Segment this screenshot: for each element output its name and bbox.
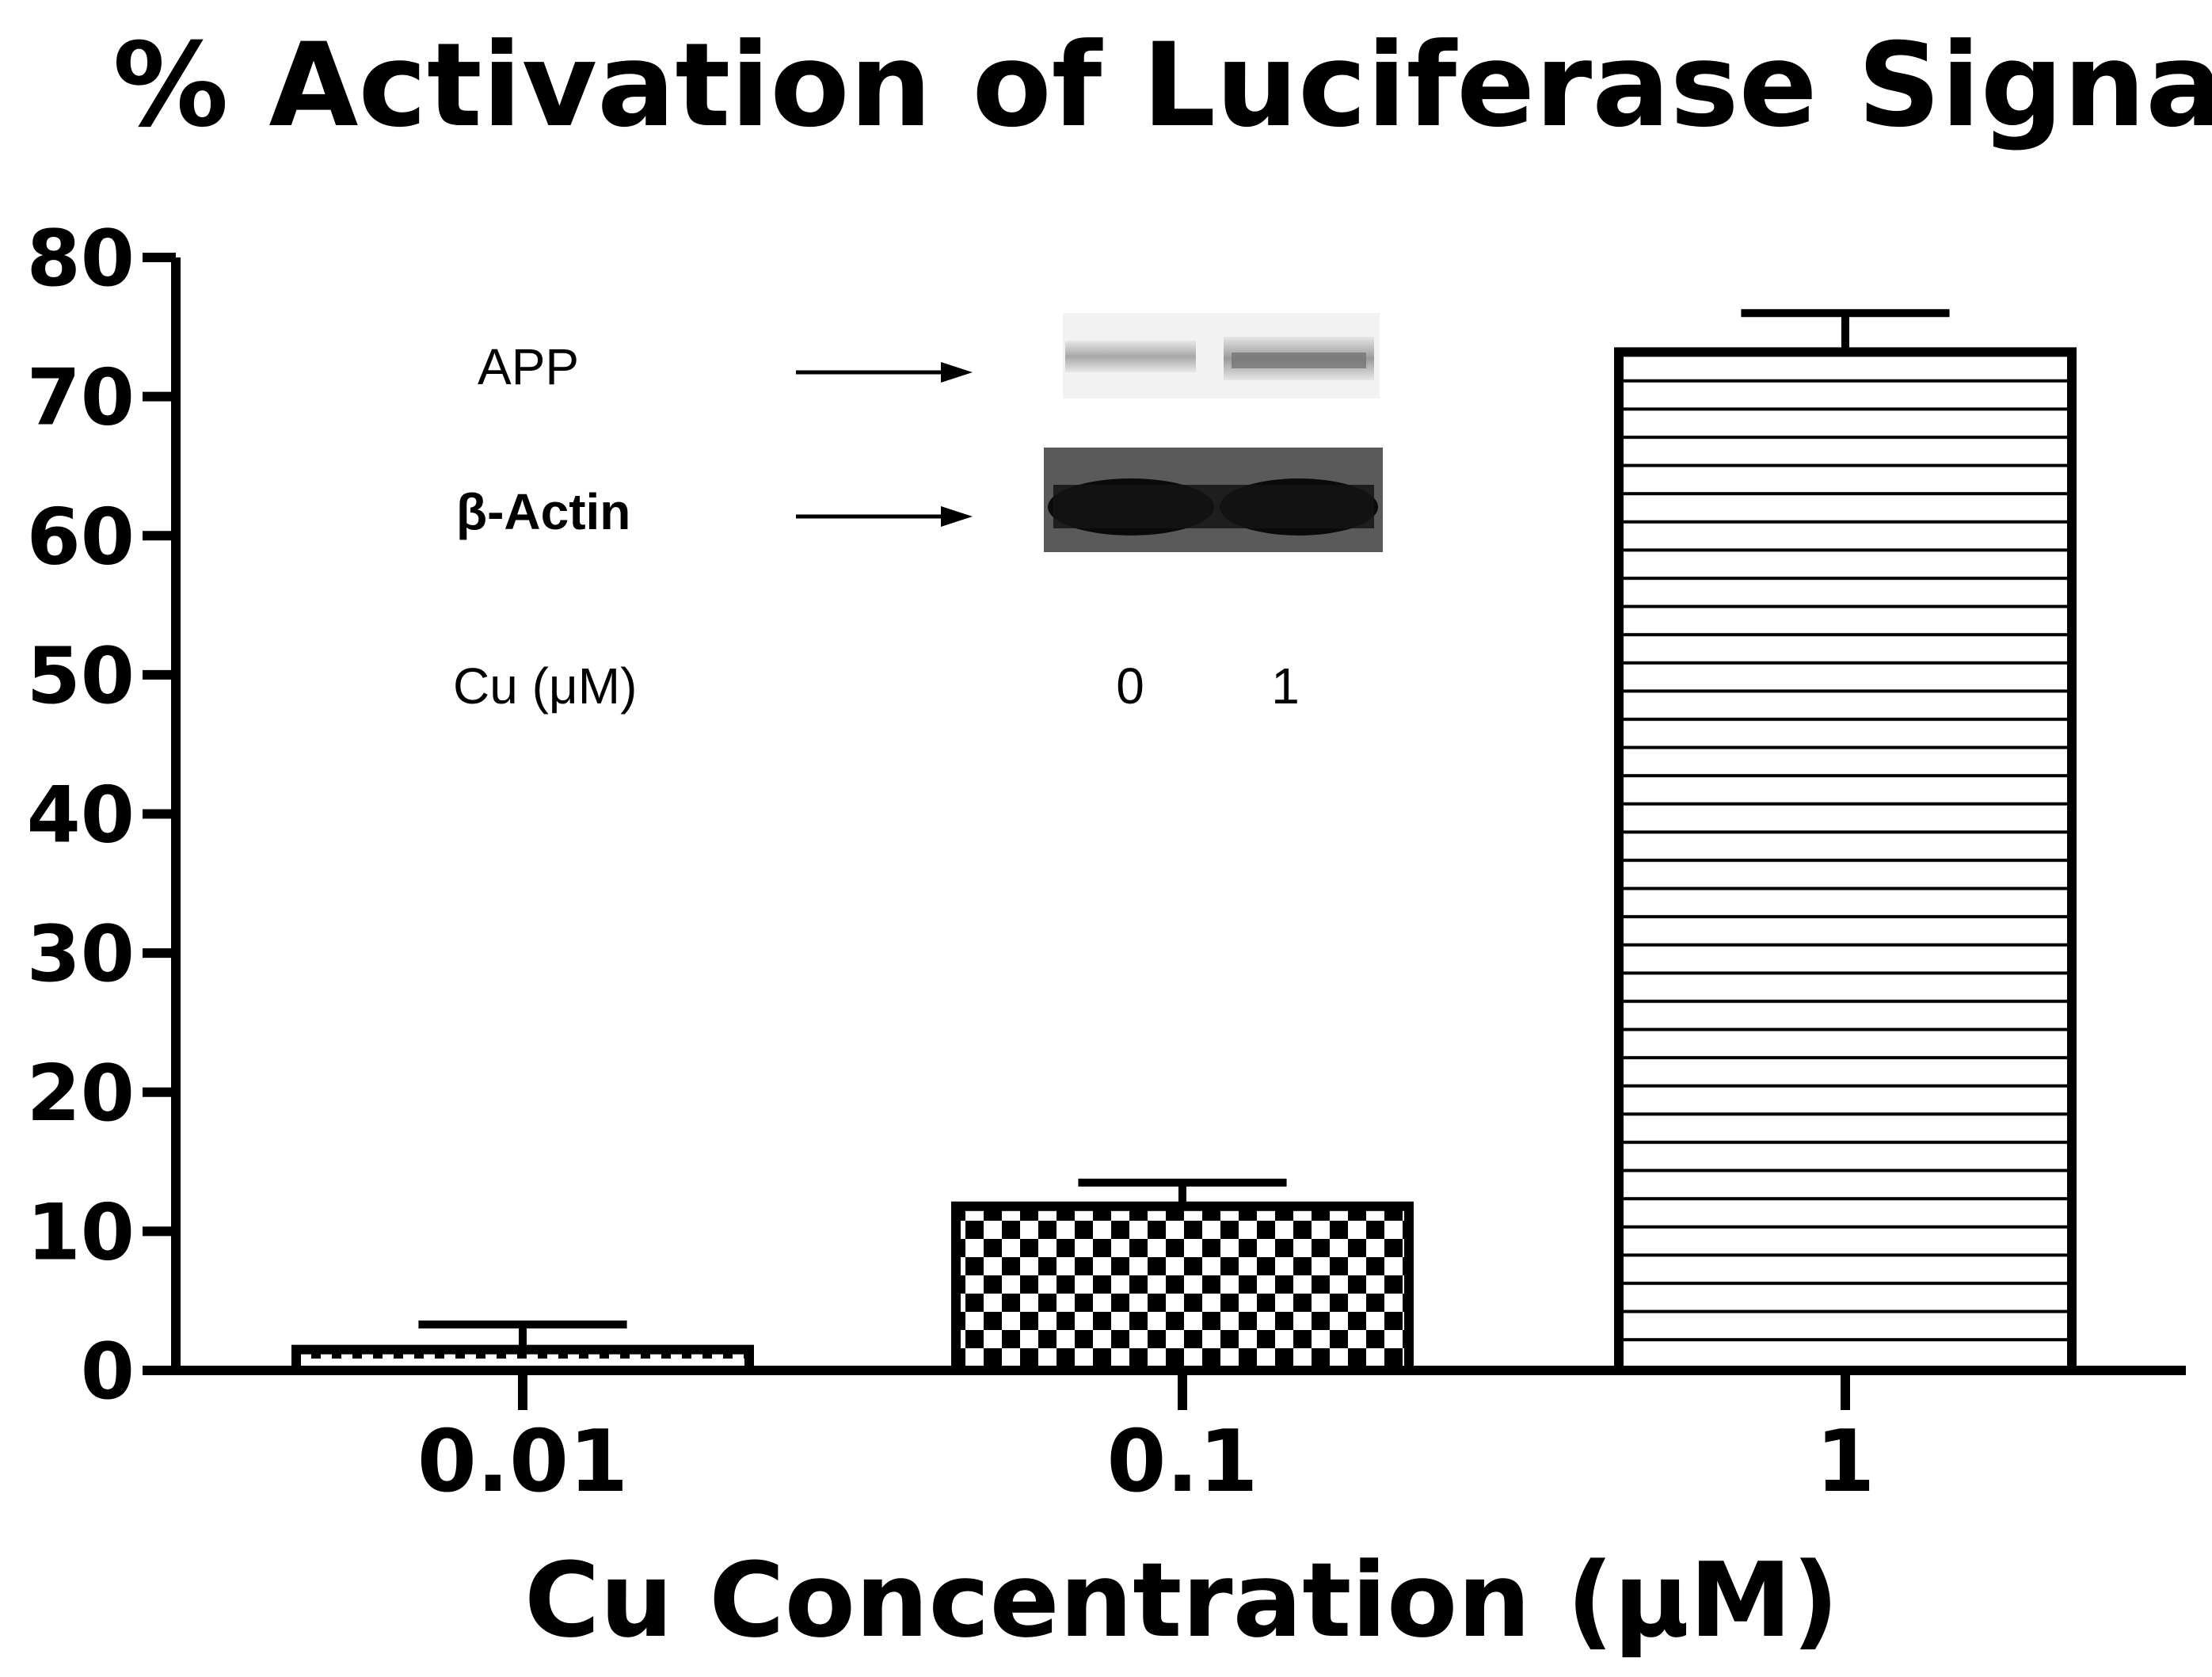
bar-group-2 bbox=[1614, 309, 2077, 1375]
arrow-app bbox=[796, 362, 973, 383]
x-axis-title: Cu Concentration (μM) bbox=[524, 1540, 1839, 1660]
blot-image-app bbox=[1063, 313, 1380, 398]
y-tick-label-30: 30 bbox=[27, 909, 135, 1000]
arrow-actin bbox=[796, 506, 973, 527]
bar-2 bbox=[1614, 347, 2077, 1375]
y-tick-label-40: 40 bbox=[27, 771, 135, 861]
inset-band-label-app: APP bbox=[478, 338, 579, 395]
y-tick-label-60: 60 bbox=[27, 492, 135, 582]
bar-0 bbox=[291, 1344, 754, 1375]
y-tick-label-50: 50 bbox=[27, 631, 135, 722]
bar-group-0 bbox=[291, 1321, 754, 1375]
y-tick-label-0: 0 bbox=[81, 1327, 135, 1417]
y-tick-label-70: 70 bbox=[27, 353, 135, 444]
x-tick-label-2: 1 bbox=[1815, 1412, 1875, 1511]
inset-lane-label-0: 0 bbox=[1116, 657, 1144, 715]
y-tick-label-20: 20 bbox=[27, 1049, 135, 1139]
chart-title: % Activation of Luciferase Signal bbox=[112, 18, 2212, 153]
blot-image-actin bbox=[1044, 448, 1383, 552]
y-tick-label-10: 10 bbox=[27, 1187, 135, 1278]
inset-condition-label: Cu (μM) bbox=[453, 657, 637, 715]
x-tick-label-1: 0.1 bbox=[1106, 1412, 1258, 1511]
bar-1 bbox=[951, 1201, 1414, 1375]
x-tick-label-0: 0.01 bbox=[417, 1412, 628, 1511]
bars bbox=[291, 309, 2077, 1375]
inset-lane-label-1: 1 bbox=[1271, 657, 1300, 715]
western-blot-inset: APP β-Actin Cu (μM) 0 1 bbox=[453, 313, 1383, 715]
y-tick-label-80: 80 bbox=[27, 214, 135, 304]
inset-band-label-actin: β-Actin bbox=[456, 483, 630, 540]
bar-group-1 bbox=[951, 1178, 1414, 1375]
